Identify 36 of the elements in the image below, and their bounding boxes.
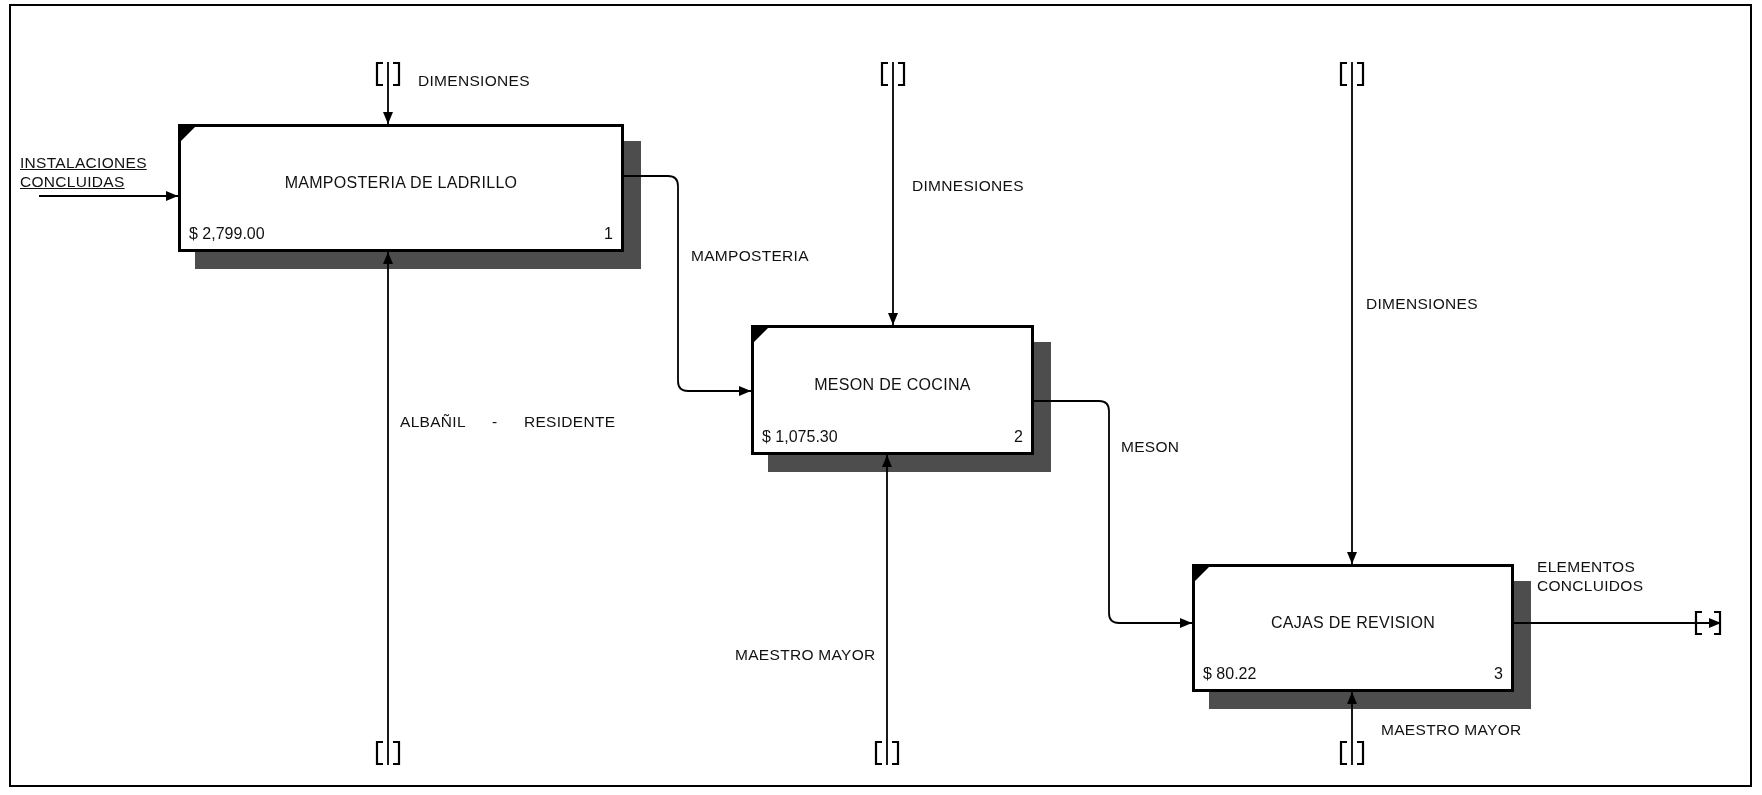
tunnel-bracket bbox=[875, 741, 899, 765]
arrow bbox=[1033, 400, 1193, 628]
edge-label: DIMENSIONES bbox=[418, 72, 530, 91]
arrow bbox=[888, 61, 898, 326]
edge-label: ELEMENTOS CONCLUIDOS bbox=[1537, 558, 1645, 596]
arrow bbox=[38, 191, 179, 201]
process-title: CAJAS DE REVISION bbox=[1269, 613, 1437, 632]
process-title: MESON DE COCINA bbox=[813, 375, 972, 394]
tunnel-bracket bbox=[376, 62, 400, 86]
edge-label: MAMPOSTERIA bbox=[691, 247, 809, 266]
box-number: 1 bbox=[604, 225, 613, 243]
process-title: MAMPOSTERIA DE LADRILLO bbox=[283, 173, 519, 192]
cost-label: $ 1,075.30 bbox=[762, 428, 838, 446]
edge-label: MESON bbox=[1121, 438, 1180, 457]
box-number: 3 bbox=[1494, 665, 1503, 683]
tunnel-bracket bbox=[376, 741, 400, 765]
arrow bbox=[1347, 691, 1357, 766]
tunnel-bracket bbox=[1340, 62, 1364, 86]
arrow bbox=[1513, 618, 1722, 628]
cost-label: $ 2,799.00 bbox=[189, 225, 265, 243]
arrow bbox=[623, 175, 752, 396]
edge-label: DIMENSIONES bbox=[1366, 295, 1478, 314]
edge-label: ALBAÑIL - RESIDENTE bbox=[400, 413, 616, 432]
arrow bbox=[882, 454, 892, 766]
arrow bbox=[383, 61, 393, 125]
edge-label: DIMNESIONES bbox=[912, 177, 1024, 196]
tunnel-bracket bbox=[1340, 741, 1364, 765]
tunnel-bracket bbox=[881, 62, 905, 86]
edge-label: INSTALACIONES CONCLUIDAS bbox=[20, 154, 148, 192]
cost-label: $ 80.22 bbox=[1203, 665, 1257, 683]
arrow bbox=[383, 251, 393, 766]
edge-label: MAESTRO MAYOR bbox=[735, 646, 876, 665]
arrow bbox=[1347, 61, 1357, 565]
tunnel-bracket bbox=[1695, 611, 1721, 635]
edge-label: MAESTRO MAYOR bbox=[1381, 721, 1522, 740]
box-number: 2 bbox=[1014, 428, 1023, 446]
